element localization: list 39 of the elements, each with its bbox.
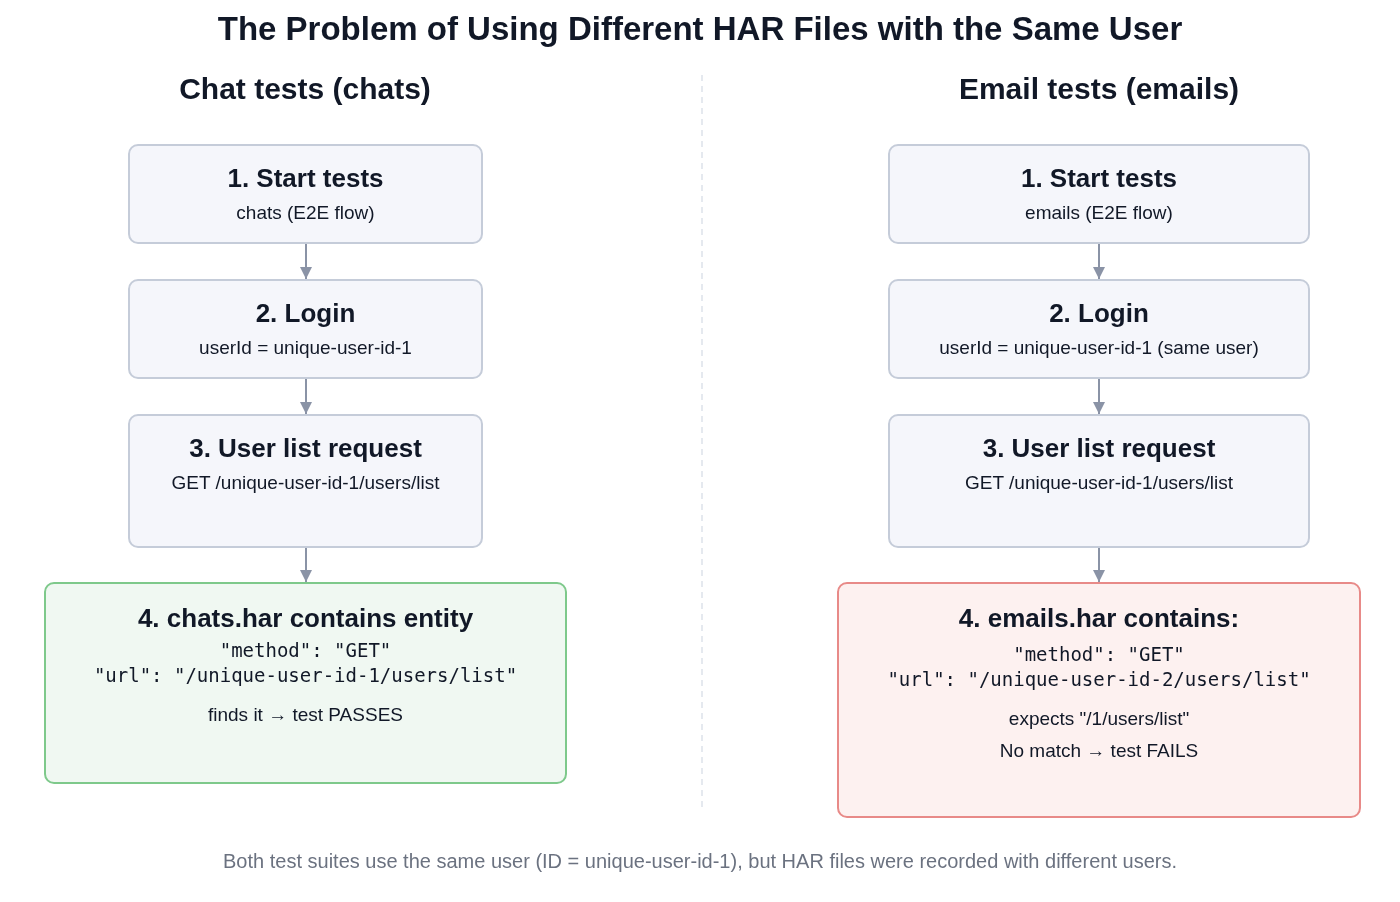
box-heading: 1. Start tests xyxy=(1020,162,1178,195)
box-heading: 3. User list request xyxy=(982,432,1216,465)
box-text: userId = unique-user-id-1 xyxy=(199,336,412,360)
caption: Both test suites use the same user (ID = unique-user-id-1), but HAR files were recorded with different users. xyxy=(222,850,1178,873)
process-box xyxy=(888,279,1310,379)
box-text: No match → test FAILS xyxy=(999,739,1199,763)
box-heading: 4. emails.har contains: xyxy=(958,602,1240,635)
arrow xyxy=(1093,243,1105,280)
success-box xyxy=(44,582,567,784)
box-heading: 2. Login xyxy=(255,297,356,330)
process-box xyxy=(888,414,1310,548)
box-text: userId = unique-user-id-1 (same user) xyxy=(939,336,1259,360)
box-heading: 4. chats.har contains entity xyxy=(137,602,474,635)
arrow xyxy=(1093,547,1105,583)
arrow xyxy=(300,378,312,415)
box-text: expects "/1/users/list" xyxy=(1008,707,1190,731)
code-line: "url": "/unique-user-id-1/users/list" xyxy=(93,663,518,688)
process-box xyxy=(888,144,1310,244)
box-text: emails (E2E flow) xyxy=(1025,201,1173,225)
box-text: finds it → test PASSES xyxy=(208,703,403,727)
box-text: GET /unique-user-id-1/users/list xyxy=(171,471,440,495)
box-heading: 2. Login xyxy=(1049,297,1149,330)
process-box xyxy=(128,144,483,244)
diagram-title: The Problem of Using Different HAR Files with the Same User xyxy=(216,10,1184,48)
box-text: chats (E2E flow) xyxy=(236,201,375,225)
column-heading: Chat tests (chats) xyxy=(178,72,432,106)
box-text: GET /unique-user-id-1/users/list xyxy=(965,471,1233,495)
process-box xyxy=(128,414,483,548)
failure-box xyxy=(837,582,1361,818)
arrow xyxy=(300,547,312,583)
code-line: "method": "GET" xyxy=(1013,642,1185,667)
box-heading: 1. Start tests xyxy=(227,162,384,195)
arrow xyxy=(1093,378,1105,415)
box-heading: 3. User list request xyxy=(189,432,422,465)
arrow xyxy=(300,243,312,280)
column-heading: Email tests (emails) xyxy=(957,72,1241,106)
code-line: "method": "GET" xyxy=(219,638,392,663)
process-box xyxy=(128,279,483,379)
code-line: "url": "/unique-user-id-2/users/list" xyxy=(887,667,1311,692)
